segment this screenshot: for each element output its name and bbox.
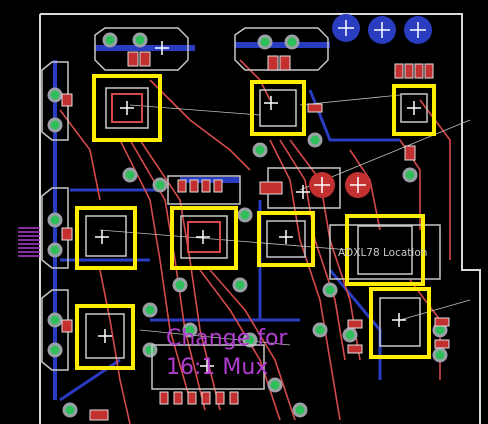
via-pads[interactable] [47,32,448,418]
board-outline [39,13,481,424]
ic-footprint-u6 [257,211,315,267]
ic-footprint-u5 [170,206,238,270]
crosshair-origin-icon [410,22,426,38]
crosshair-origin-icon [338,20,354,36]
edge-connector[interactable] [18,227,40,257]
crosshair-origin-icon [264,96,278,110]
crosshair-origin-icon [392,313,406,327]
highlighted-components[interactable] [75,74,436,370]
airwire-layer [99,94,471,346]
crosshair-origin-icon [350,177,366,193]
crosshair-origin-icon [200,359,214,373]
crosshair-origin-icon [374,22,390,38]
origin-markers [155,20,426,373]
sensor-location-label: ADXL78 Location [338,247,427,259]
crosshair-origin-icon [98,329,112,343]
ic-footprint-u8 [369,287,431,359]
crosshair-origin-icon [279,230,293,244]
ic-footprint-u7 [345,214,425,286]
crosshair-origin-icon [95,230,109,244]
crosshair-origin-icon [314,177,330,193]
mux-note-line1: Change for [166,326,288,351]
crosshair-origin-icon [296,185,310,199]
crosshair-origin-icon [120,101,134,115]
ic-footprint-u4 [75,206,137,270]
ic-footprint-u2 [250,80,306,136]
ic-footprint-u1 [92,74,162,142]
crosshair-origin-icon [155,41,169,55]
ic-footprint-u3 [392,84,436,136]
mux-note-line2: 16:1 Mux [166,355,268,380]
smd-pads[interactable] [61,51,450,421]
connector-outlines [41,27,441,390]
crosshair-origin-icon [407,101,421,115]
crosshair-origin-icon [196,230,210,244]
ic-footprint-u9 [75,304,135,370]
